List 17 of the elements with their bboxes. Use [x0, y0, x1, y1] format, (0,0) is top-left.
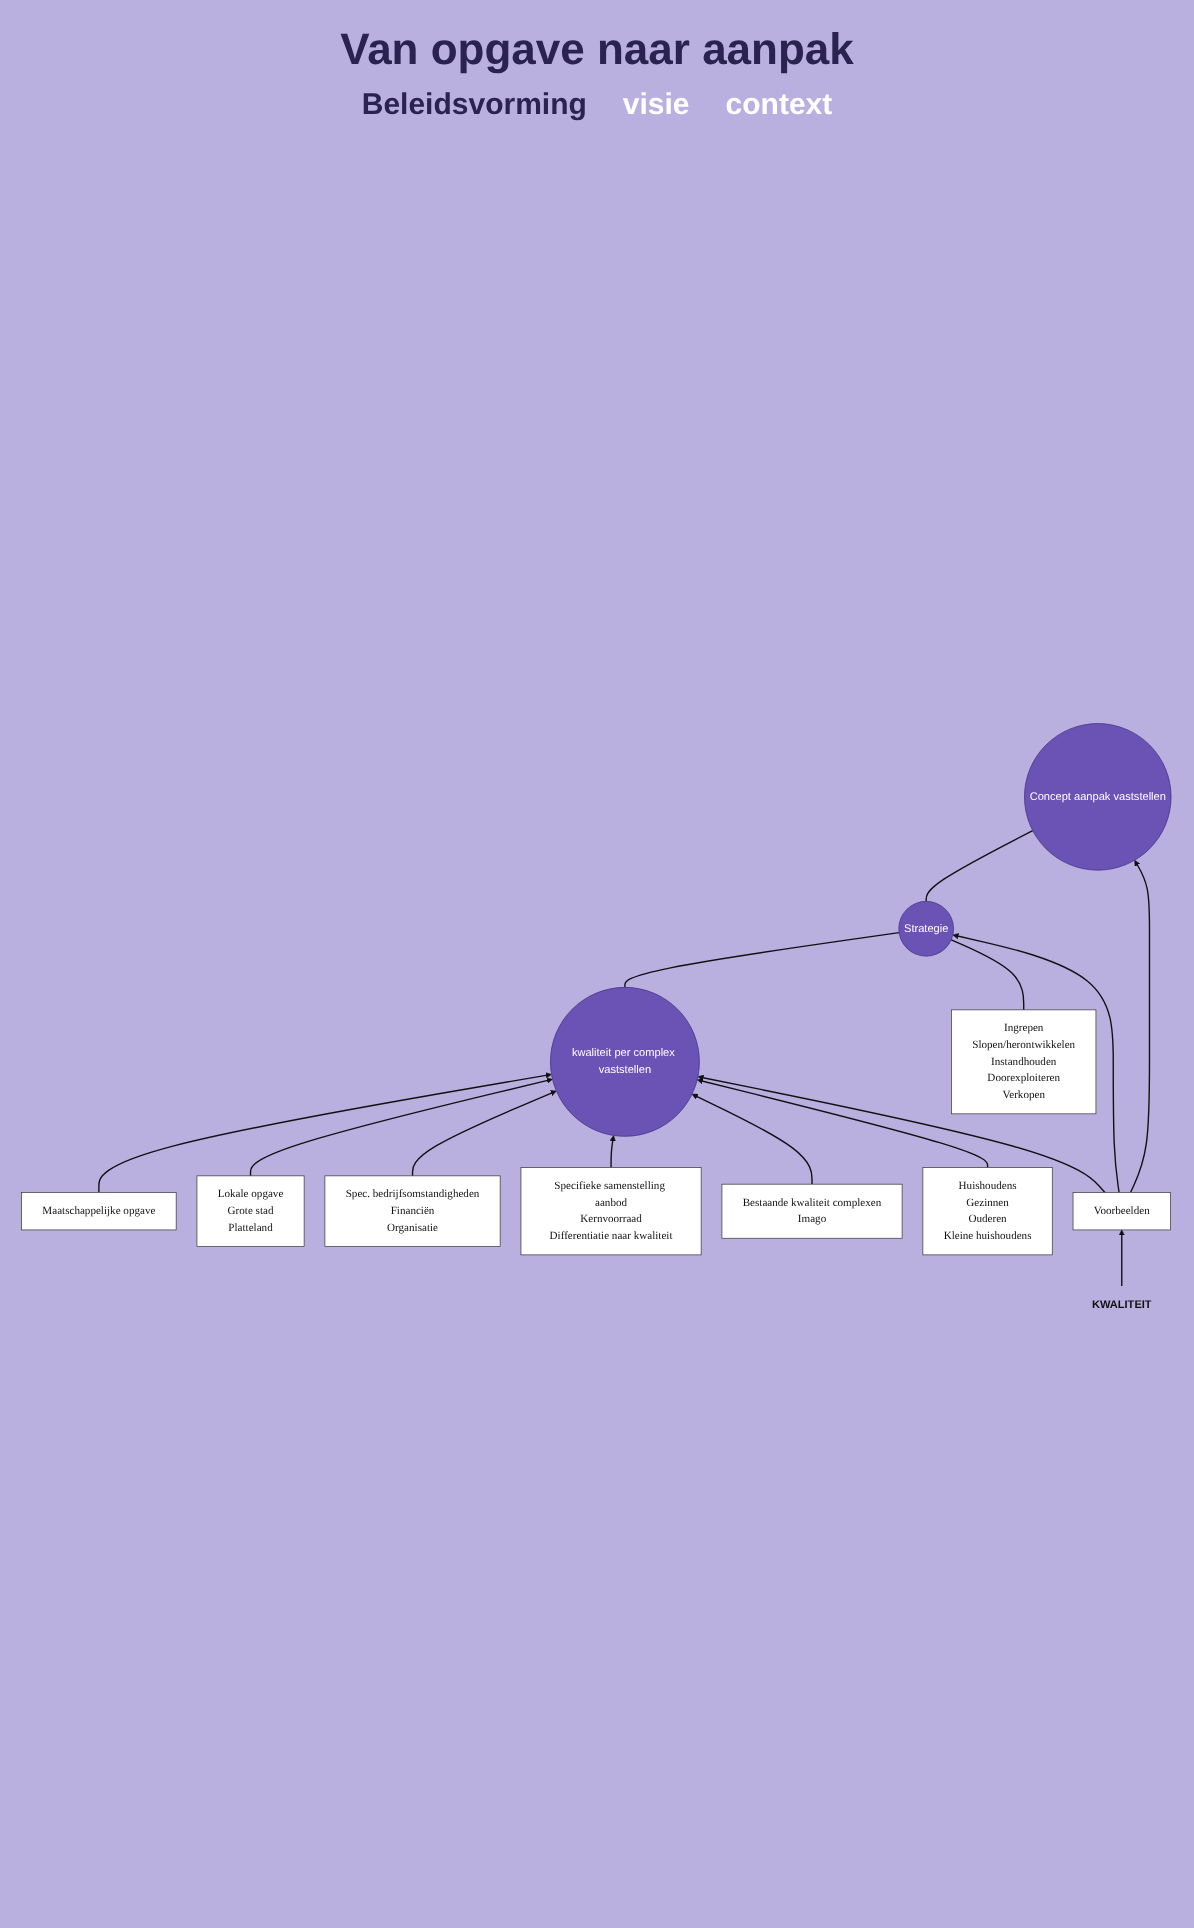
- connector: [950, 938, 1025, 1011]
- diagram-title: Van opgave naar aanpak: [338, 24, 856, 76]
- arrow: [98, 1071, 552, 1193]
- arrow: [249, 1077, 553, 1177]
- arrow: [952, 932, 1120, 1193]
- arrow: [1118, 1229, 1125, 1287]
- arrow: [691, 1093, 813, 1185]
- arrow: [1129, 859, 1151, 1193]
- arrow: [609, 1134, 616, 1168]
- arrow: [411, 1089, 557, 1177]
- line-label: context: [725, 88, 833, 122]
- connector: [624, 931, 900, 988]
- arrow: [696, 1077, 989, 1168]
- section-heading: Beleidsvorming: [361, 88, 587, 122]
- line-label: visie: [622, 88, 690, 122]
- connector: [925, 829, 1034, 902]
- arrow: [697, 1074, 1106, 1193]
